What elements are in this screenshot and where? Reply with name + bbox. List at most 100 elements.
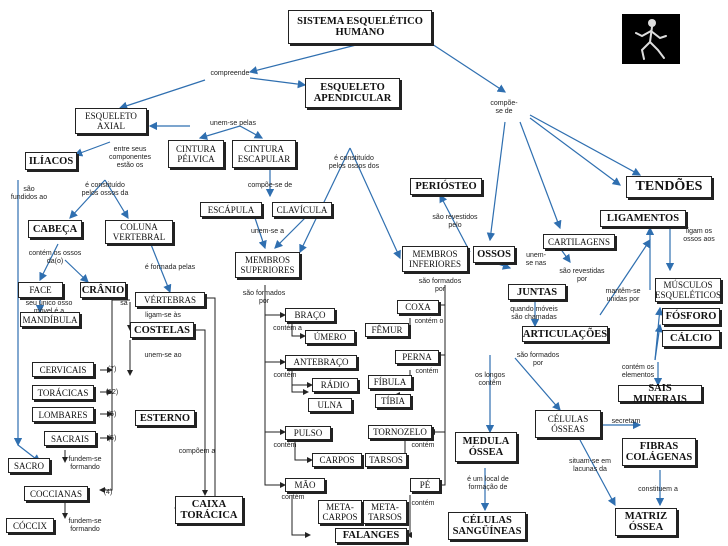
node-coccix: CÓCCIX [6,518,54,533]
node-periosteo: PERIÓSTEO [410,178,482,195]
node-celulas-osseas: CÉLULAS ÓSSEAS [535,410,601,438]
label-unem-a: unem-se a [250,228,285,235]
label-quando-moveis: quando móveis são chamadas [510,306,558,321]
node-costelas: COSTELAS [130,322,194,338]
label-secretam: secretam [611,418,641,425]
node-falanges: FALANGES [335,528,407,543]
node-pulso: PULSO [285,426,331,440]
node-perna: PERNA [395,350,439,364]
node-cartilagens: CARTILAGENS [543,234,615,249]
label-contem-ossos: contém os ossos da(o) [28,250,82,265]
label-formados-inf: são formados por [418,278,462,293]
label-contem-e: contém [415,368,439,375]
node-femur: FÊMUR [365,323,409,337]
node-tendoes: TENDÕES [626,176,712,198]
label-revestidos: são revestidos pelo [432,214,478,229]
node-matriz-ossea: MATRIZ ÓSSEA [615,508,677,536]
node-ligamentos: LIGAMENTOS [600,210,686,227]
node-calcio: CÁLCIO [662,330,720,347]
label-constituido-apend: é constituído pelos ossos dos [328,155,380,170]
node-caixa-toracica: CAIXA TORÁCICA [175,496,243,524]
label-formada-pelas: é formada pelas [144,264,196,271]
label-fundem-sacro: fundem-se formando [68,456,102,471]
label-contem-d: contém [281,494,305,501]
node-sacrais: SACRAIS [44,431,96,446]
node-juntas: JUNTAS [508,284,566,300]
node-cintura-escapular: CINTURA ESCAPULAR [232,140,296,168]
node-toracicas: TORÁCICAS [32,385,94,400]
node-coluna-vertebral: COLUNA VERTEBRAL [105,220,173,244]
node-musculos-esqueleticos: MÚSCULOS ESQUELÉTICOS [655,278,721,302]
node-medula-ossea: MEDULA ÓSSEA [455,432,517,462]
node-metacarpos: META- CARPOS [318,500,362,524]
label-constituem-a: constituem a [638,486,678,493]
node-mao: MÃO [285,478,325,492]
node-sistema-esqueletico: SISTEMA ESQUELÉTICO HUMANO [288,10,432,44]
node-tornozelo: TORNOZELO [368,425,432,439]
node-pe: PÉ [410,478,440,492]
node-face: FACE [18,282,63,298]
label-unem-nas: unem- se nas [525,252,547,267]
label-compoe-se-de: compõe-se de [247,182,293,189]
label-compreende: compreende [210,70,250,77]
node-escapula: ESCÁPULA [200,202,262,217]
node-lombares: LOMBARES [32,407,94,422]
node-cervicais: CERVICAIS [32,362,94,377]
label-count-5b: (5) [107,435,117,442]
label-contem-a: contém a [273,325,302,332]
label-unem-ao: unem-se ao [144,352,182,359]
label-contem-o: contém o [414,318,444,325]
node-radio: RÁDIO [312,378,358,392]
label-unem-se-pelas: unem-se pelas [210,120,256,127]
node-tibia: TÍBIA [375,394,411,408]
label-contem-b: contém [273,372,297,379]
label-ligam-as: ligam-se às [145,312,181,319]
label-situam-se: situam-se em lacunas da [568,458,611,473]
node-cabeca: CABEÇA [28,220,82,238]
node-esqueleto-apendicular: ESQUELETO APENDICULAR [305,78,400,108]
label-ligam-ossos: ligam os ossos aos [683,228,715,243]
label-longos-contem: os longos contêm [475,372,505,387]
label-count-12: (12) [105,389,119,396]
node-braco: BRAÇO [285,308,335,322]
node-ulna: ULNA [308,398,352,412]
skeleton-figure-icon [622,14,680,64]
node-ossos: OSSOS [473,246,515,263]
node-tarsos: TARSOS [365,453,407,467]
node-cranio: CRÂNIO [80,282,126,298]
node-mandibula: MANDÍBULA [20,312,80,327]
label-fundem-coccix: fundem-se formando [68,518,102,533]
node-articulacoes: ARTICULAÇÕES [522,326,608,342]
label-contem-f: contém [411,442,435,449]
node-esqueleto-axial: ESQUELETO AXIAL [75,108,147,134]
node-coccianas: COCCIANAS [24,486,88,501]
label-compoem-a: compõem a [178,448,216,455]
node-metatarsos: META- TARSOS [363,500,407,524]
node-antebraco: ANTEBRAÇO [285,355,357,369]
node-fibula: FÍBULA [368,375,412,389]
node-esterno: ESTERNO [135,410,195,426]
label-count-7: (7) [107,366,117,373]
node-sais-minerais: SAIS MINERAIS [618,383,702,405]
node-membros-inferiores: MEMBROS INFERIORES [402,246,468,272]
label-sao-fundidos: são fundidos ao [10,186,48,201]
label-constituido-axial: é constituído pelos ossos da [81,182,129,197]
node-coxa: COXA [397,300,439,314]
node-cintura-pelvica: CINTURA PÉLVICA [168,140,224,168]
node-clavicula: CLAVÍCULA [272,202,332,217]
label-contem-elementos: contém os elementos [621,364,655,379]
node-iliacos: ILÍACOS [25,152,77,170]
node-celulas-sanguineas: CÉLULAS SANGÜÍNEAS [448,512,526,540]
label-count-5a: (5) [107,411,117,418]
label-mantem-se: mantêm-se unidas por [605,288,641,303]
label-count-4: (4) [103,489,113,496]
node-sacro: SACRO [8,458,50,473]
label-formados-por: são formados por [516,352,560,367]
node-fibras-colagenas: FIBRAS COLÁGENAS [622,438,696,466]
label-seu-unico: seu único osso móvel é a [25,300,73,315]
label-contem-c: contém [273,442,297,449]
label-entre-componentes: entre seus componentes estão os [108,146,152,169]
node-carpos: CARPOS [312,453,362,467]
label-formados-sup: são formados por [242,290,286,305]
